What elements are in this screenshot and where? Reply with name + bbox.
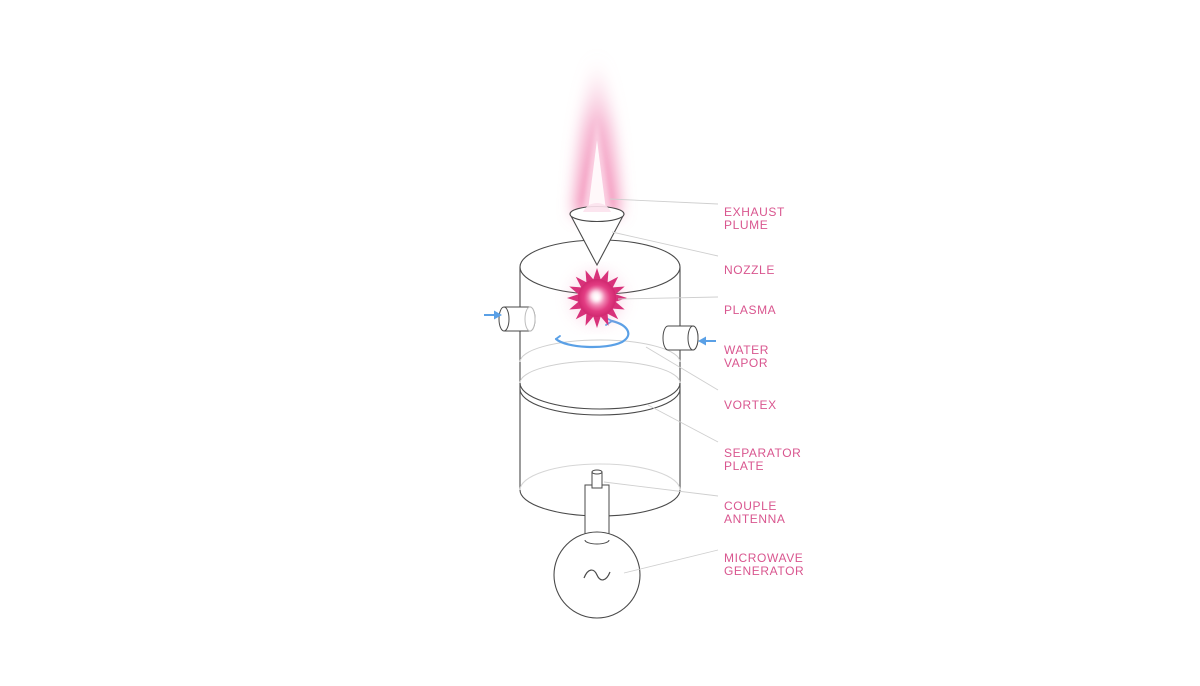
microwave-generator (553, 531, 641, 619)
leader-lines (603, 198, 719, 574)
arrow-left-icon (698, 336, 716, 346)
couple-antenna (584, 469, 610, 541)
sine-wave-icon (583, 569, 611, 581)
arrow-right-icon (484, 310, 502, 320)
plasma (567, 268, 627, 328)
separator-plate (519, 339, 681, 416)
nozzle (569, 203, 625, 267)
right-inlet-pipe (662, 325, 699, 351)
label-nozzle: NOZZLE (724, 262, 775, 277)
label-plasma: PLASMA (724, 302, 777, 317)
exhaust-plume (575, 55, 619, 215)
left-inlet-pipe (498, 306, 536, 332)
label-vortex: VORTEX (724, 397, 777, 412)
